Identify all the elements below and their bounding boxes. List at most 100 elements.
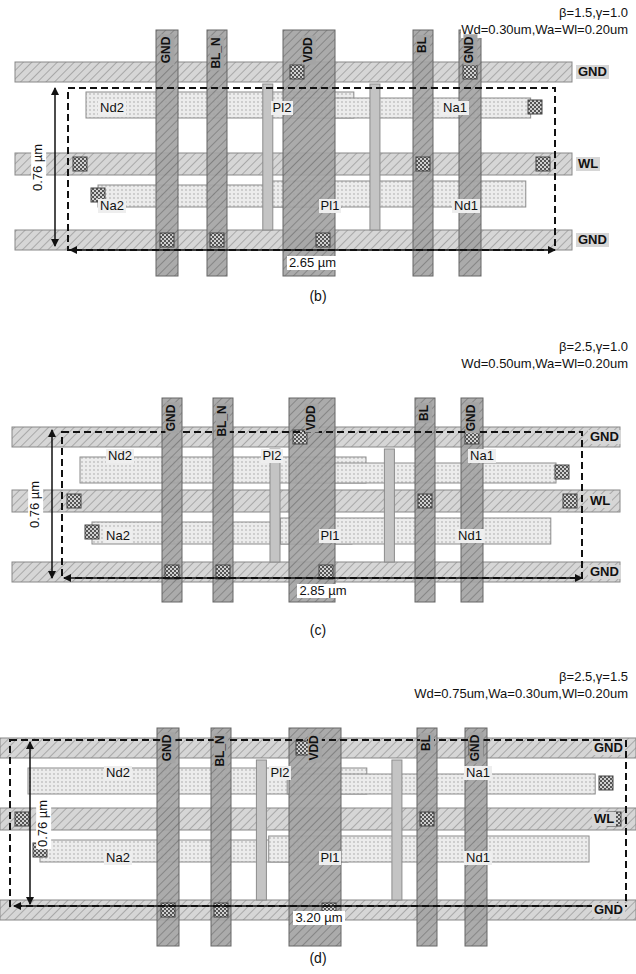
signal-name: WL [576, 157, 600, 172]
signal-name: BL [416, 35, 430, 55]
transistor-name: Nd1 [464, 851, 492, 866]
signal-name: GND [576, 65, 609, 80]
height-dimension [29, 742, 31, 904]
metal-column [207, 30, 227, 276]
signal-name: WL [588, 494, 612, 509]
poly-gate [270, 449, 280, 562]
width-note: Wd=0.75um,Wa=0.30um,Wl=0.20um [414, 687, 628, 702]
parameter-note: β=2.5,γ=1.0 [559, 340, 628, 355]
contact-via [165, 565, 179, 579]
signal-name: BL_N [210, 35, 224, 70]
signal-name: GND [469, 733, 483, 764]
panel-caption: (d) [309, 950, 326, 966]
contact-via [160, 233, 174, 247]
contact-via [210, 233, 224, 247]
dimension-label: 0.76 µm [29, 478, 44, 529]
transistor-name: Nd2 [106, 449, 134, 464]
cell-boundary [68, 88, 555, 250]
metal-column [459, 30, 481, 276]
height-dimension [54, 88, 56, 246]
contact-via [85, 525, 99, 539]
signal-name: GND [160, 35, 174, 66]
contact-via [216, 565, 230, 579]
signal-name: GND [465, 403, 479, 434]
poly-gate [384, 449, 394, 562]
gnd-metal-band [15, 62, 572, 82]
contact-via [599, 776, 613, 790]
metal-column [289, 398, 335, 602]
signal-name: BL [420, 733, 434, 753]
signal-name: GND [165, 403, 179, 434]
contact-via [67, 494, 81, 508]
metal-column [162, 398, 182, 602]
contact-via [418, 494, 432, 508]
transistor-name: Pl2 [271, 101, 294, 116]
contact-via [528, 100, 542, 114]
metal-column [211, 728, 231, 946]
metal-column [413, 30, 433, 276]
metal-column [156, 30, 178, 276]
transistor-name: Na1 [464, 766, 492, 781]
contact-via [555, 465, 569, 479]
contact-via [15, 812, 29, 826]
poly-gate [392, 760, 402, 900]
signal-name: BL_N [216, 403, 230, 438]
transistor-name: Na2 [104, 851, 132, 866]
parameter-note: β=1.5,γ=1.0 [559, 6, 628, 21]
transistor-name: Nd2 [104, 766, 132, 781]
signal-name: GND [588, 430, 621, 445]
metal-column [157, 728, 179, 946]
transistor-name: Pl2 [261, 449, 284, 464]
transistor-name: Nd1 [456, 529, 484, 544]
poly-gate [370, 84, 380, 230]
transistor-name: Pl1 [319, 851, 342, 866]
signal-name: VDD [305, 403, 319, 432]
dimension-label: 0.76 µm [37, 797, 52, 848]
width-dimension [64, 577, 582, 579]
contact-via [319, 565, 333, 579]
contact-via [536, 157, 550, 171]
dimension-label: 2.85 µm [297, 584, 348, 599]
transistor-name: Nd2 [98, 101, 126, 116]
dimension-label: 2.65 µm [287, 256, 338, 271]
signal-name: GND [161, 733, 175, 764]
metal-column [283, 30, 335, 276]
signal-name: VDD [302, 35, 316, 64]
contact-via [463, 65, 477, 79]
contact-via [416, 157, 430, 171]
metal-column [461, 398, 483, 602]
signal-name: VDD [308, 733, 322, 762]
contact-via [290, 65, 304, 79]
transistor-name: Na1 [468, 449, 496, 464]
transistor-name: Na2 [104, 529, 132, 544]
parameter-note: β=2.5,γ=1.5 [559, 670, 628, 685]
transistor-name: Nd1 [452, 199, 480, 214]
width-dimension [14, 905, 624, 907]
signal-name: BL [418, 403, 432, 423]
transistor-name: Na2 [98, 199, 126, 214]
metal-column [213, 398, 233, 602]
signal-name: WL [592, 812, 616, 827]
metal-column [415, 398, 435, 602]
height-dimension [51, 430, 53, 578]
signal-name: BL_N [214, 733, 228, 768]
transistor-name: Pl2 [269, 766, 292, 781]
metal-column [417, 728, 437, 946]
dimension-label: 3.20 µm [293, 911, 344, 926]
transistor-name: Na1 [441, 101, 469, 116]
panel-caption: (b) [309, 288, 326, 304]
contact-via [316, 233, 330, 247]
poly-gate [256, 760, 266, 900]
transistor-name: Pl1 [319, 199, 342, 214]
transistor-name: Pl1 [319, 529, 342, 544]
dimension-label: 0.76 µm [32, 141, 47, 192]
width-note: Wd=0.30um,Wa=Wl=0.20um [461, 23, 628, 38]
width-dimension [70, 249, 555, 251]
signal-name: GND [576, 233, 609, 248]
contact-via [420, 812, 434, 826]
signal-name: GND [592, 741, 625, 756]
signal-name: GND [463, 35, 477, 66]
contact-via [563, 494, 577, 508]
